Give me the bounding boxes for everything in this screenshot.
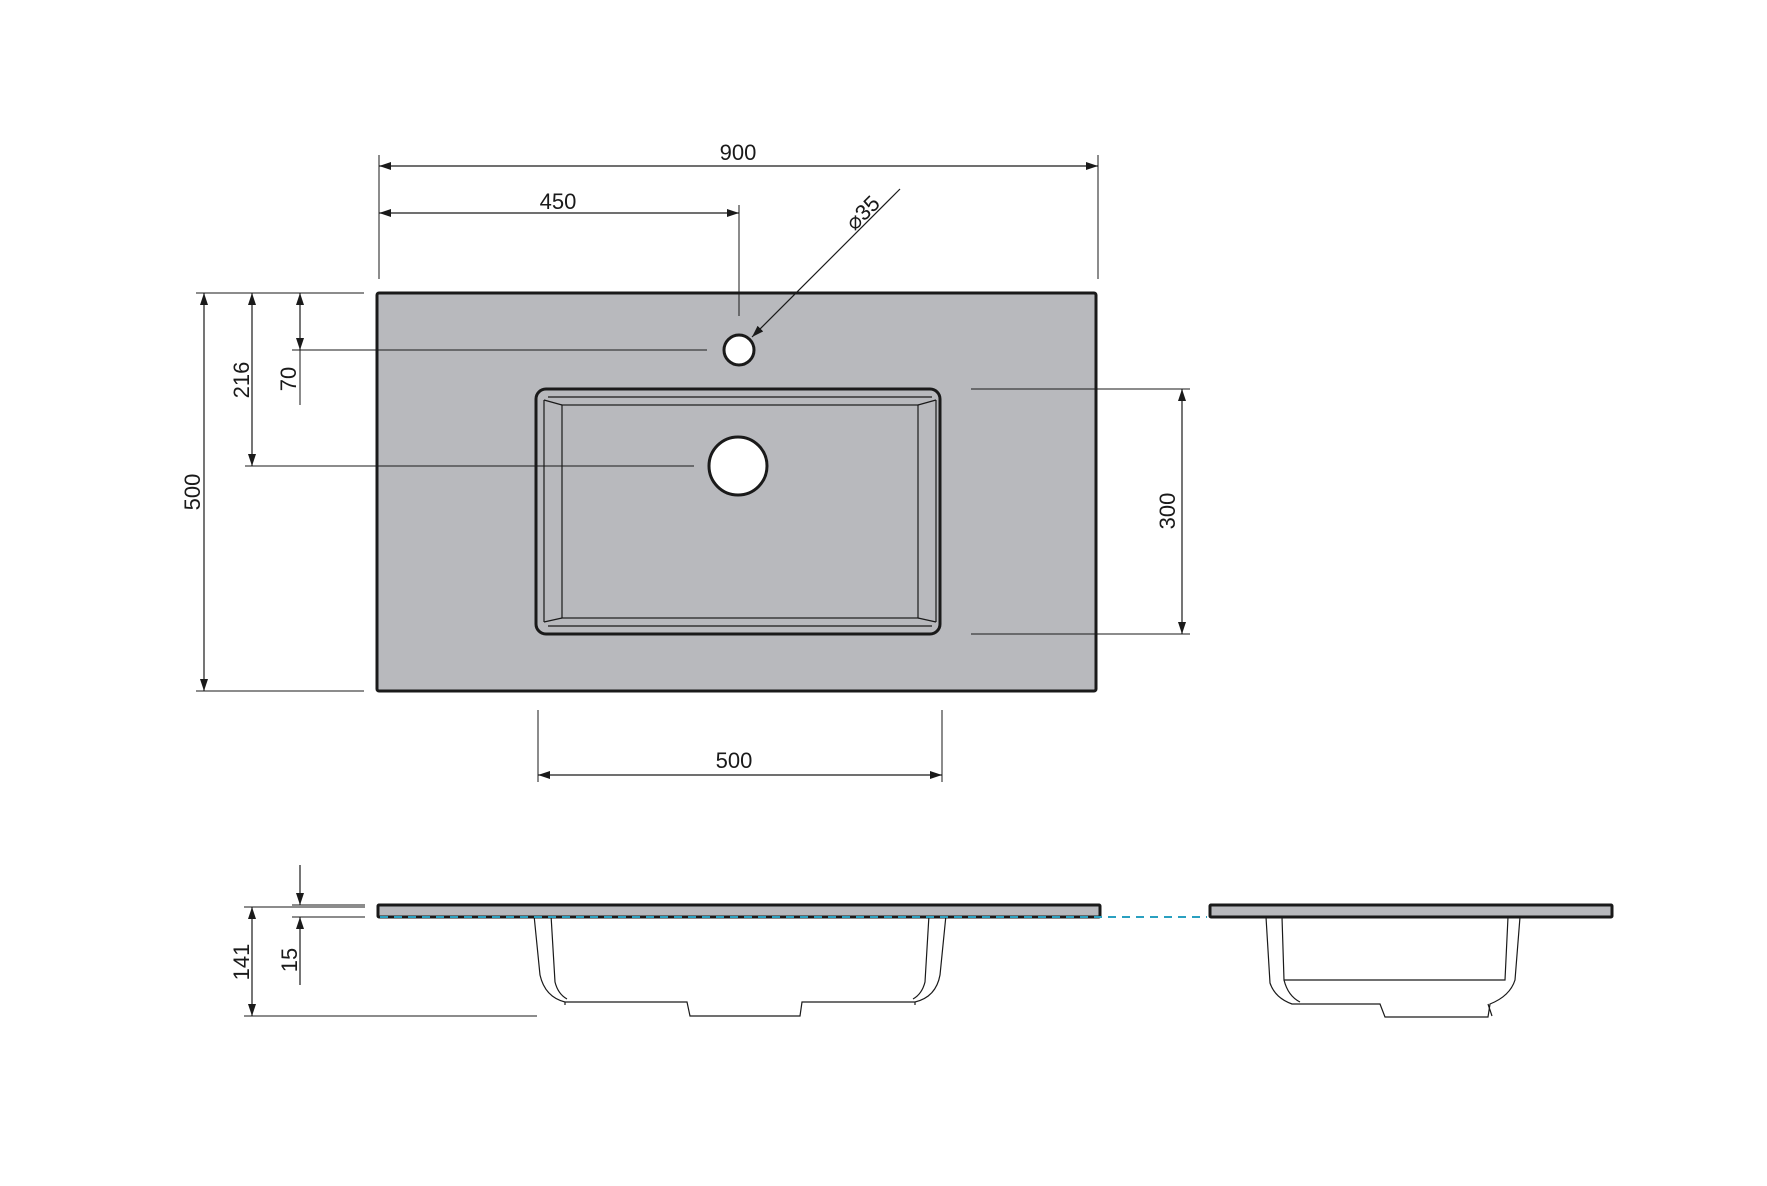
front-basin-details [550,914,930,1005]
basin-outline [534,387,942,636]
dim-total-height: 141 [229,906,537,1017]
dim-tap-depth: 70 [276,293,707,405]
tap-hole [722,333,756,367]
label-216: 216 [229,362,254,399]
label-900: 900 [720,140,757,165]
side-countertop [1208,903,1614,919]
label-15: 15 [277,948,302,972]
label-500-depth: 500 [180,474,205,511]
side-elevation [1208,903,1614,1018]
label-450: 450 [540,189,577,214]
side-basin-body [1265,916,1521,1018]
label-500-width: 500 [716,748,753,773]
dim-bowl-width: 500 [537,710,943,782]
front-basin-body [533,914,947,1017]
label-70: 70 [276,367,301,391]
dim-bowl-depth: 300 [971,388,1190,635]
dim-tap-offset: 450 [379,189,740,316]
basin-inner-rim [543,396,937,627]
dim-overall-depth: 500 [180,292,364,692]
front-elevation [376,903,1102,1017]
front-countertop [376,903,1102,919]
drain-hole [707,435,769,497]
label-300: 300 [1155,493,1180,530]
plan-view [375,291,1098,693]
dim-drain-offset: 216 [229,293,694,467]
label-141: 141 [229,944,254,981]
dim-top-thickness: 15 [277,865,365,985]
label-diameter: ⌀35 [841,191,885,235]
basin-floor [561,404,919,619]
side-basin-details [1281,916,1509,1017]
dim-overall-width: 900 [378,140,1099,279]
basin-corner-lines [543,399,937,623]
